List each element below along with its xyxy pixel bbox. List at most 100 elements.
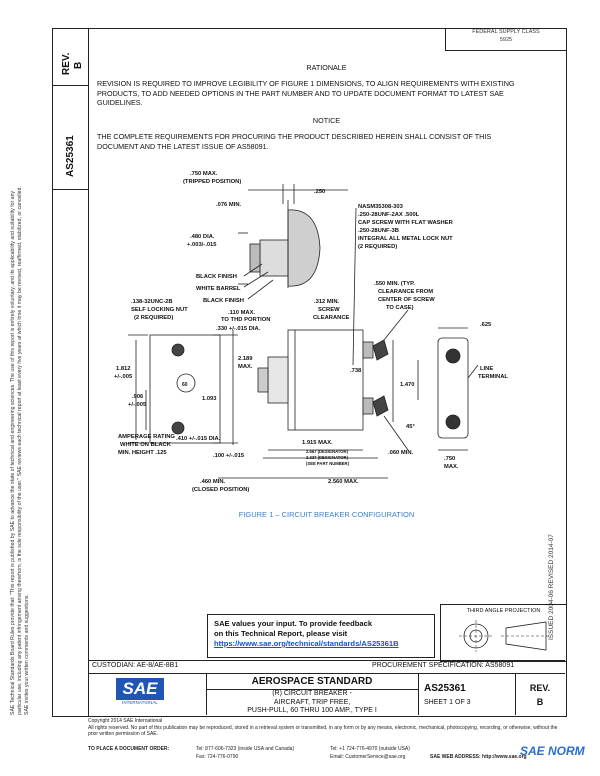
dim-thd: TO THD PORTION bbox=[221, 317, 271, 323]
sae-rules-note: SAE Technical Standards Board Rules prov… bbox=[10, 186, 30, 715]
clear-line3: TO CASE) bbox=[386, 305, 414, 311]
rev-label-bottom: REV. bbox=[529, 683, 551, 693]
dial-60: 60 bbox=[182, 382, 188, 388]
closed-position: (CLOSED POSITION) bbox=[192, 487, 249, 493]
dim-480-tol: +.003/-.015 bbox=[187, 242, 217, 248]
fax: Fax: 724-776-0790 bbox=[196, 754, 239, 760]
circuit-breaker-drawing: .750 MAX. (TRIPPED POSITION) .250 .076 M… bbox=[114, 171, 508, 493]
rationale-title: RATIONALE bbox=[306, 63, 347, 72]
dim-076: .076 MIN. bbox=[216, 202, 242, 208]
clear-line2: CENTER OF SCREW bbox=[378, 297, 435, 303]
amp-line3: MIN. HEIGHT .125 bbox=[118, 450, 167, 456]
black-finish-1: BLACK FINISH bbox=[196, 274, 237, 280]
unc-line2: SELF LOCKING NUT bbox=[131, 307, 188, 313]
dim-480: .480 DIA. bbox=[190, 234, 215, 240]
dim-330: .330 +/-.015 DIA. bbox=[216, 326, 261, 332]
dim-1093: 1.093 bbox=[202, 396, 217, 402]
dim-clearance: CLEARANCE bbox=[313, 315, 350, 321]
dim-625: .625 bbox=[480, 322, 492, 328]
dim-1915: 1.915 MAX. bbox=[302, 440, 333, 446]
email: Email: CustomerService@sae.org bbox=[330, 754, 406, 760]
supply-class-label: FEDERAL SUPPLY CLASS bbox=[472, 29, 540, 35]
dim-906: .906 bbox=[132, 394, 144, 400]
cap-line5: (2 REQUIRED) bbox=[358, 244, 397, 250]
feedback-link[interactable]: https://www.sae.org/technical/standards/… bbox=[214, 639, 399, 648]
custodian: CUSTODIAN: AE-8/AE-8B1 bbox=[92, 662, 179, 669]
rev-value: B bbox=[73, 61, 84, 69]
title-divider-1 bbox=[206, 673, 207, 715]
dim-1812-tol: +/-.005 bbox=[114, 374, 133, 380]
notice-title: NOTICE bbox=[312, 116, 341, 125]
title-divider-3 bbox=[418, 673, 419, 715]
projection-symbol bbox=[459, 620, 551, 652]
dim-110: .110 MAX. bbox=[228, 310, 255, 316]
order-label: TO PLACE A DOCUMENT ORDER: bbox=[88, 746, 170, 752]
projection-label: THIRD ANGLE PROJECTION bbox=[466, 608, 541, 614]
sae-logo-sub: INTERNATIONAL bbox=[122, 700, 158, 705]
dim-screw: SCREW bbox=[318, 307, 340, 313]
unc-line1: .138-32UNC-2B bbox=[131, 299, 173, 305]
dim-750b: .750 bbox=[444, 456, 455, 462]
sae-norm-watermark: SAE NORM bbox=[520, 744, 585, 758]
title-lines: (R) CIRCUIT BREAKER - AIRCRAFT, TRIP FRE… bbox=[206, 690, 418, 716]
cap-line2: CAP SCREW WITH FLAT WASHER bbox=[358, 220, 454, 226]
aerospace-standard: AEROSPACE STANDARD bbox=[251, 676, 373, 687]
dim-550: .550 MIN. (TYP. bbox=[374, 281, 415, 287]
dim-060: .060 MIN. bbox=[388, 450, 414, 456]
copyright: Copyright 2014 SAE International bbox=[88, 718, 163, 724]
dim-2189-max: MAX. bbox=[238, 364, 253, 370]
cap-line1: .250-28UNF-2AX .500L bbox=[358, 212, 420, 218]
tel-usa: Tel: 877-606-7323 (inside USA and Canada… bbox=[196, 746, 295, 752]
supply-class-box: FEDERAL SUPPLY CLASS 5925 bbox=[445, 28, 566, 51]
dim-312: .312 MIN. bbox=[314, 299, 340, 305]
cap-line4: INTEGRAL ALL METAL LOCK NUT bbox=[358, 236, 453, 242]
footer-copyright: Copyright 2014 SAE International All rig… bbox=[88, 718, 558, 738]
dim-410: .410 +/-.015 DIA. bbox=[176, 436, 221, 442]
dim-738: .738 bbox=[350, 368, 362, 374]
white-barrel: WHITE BARREL bbox=[196, 286, 241, 292]
dim-750: .750 MAX. bbox=[190, 171, 218, 177]
dim-2337: 2.337 (DESIGNATOR) bbox=[306, 455, 349, 460]
title-line2: AIRCRAFT, TRIP FREE, bbox=[273, 698, 351, 706]
figure-caption: FIGURE 1 – CIRCUIT BREAKER CONFIGURATION bbox=[238, 510, 415, 519]
black-finish-2: BLACK FINISH bbox=[203, 298, 244, 304]
rationale-text: REVISION IS REQUIRED TO IMPROVE LEGIBILI… bbox=[97, 79, 515, 107]
rev-label: REV. bbox=[61, 52, 72, 75]
procurement-spec: PROCUREMENT SPECIFICATION: AS58091 bbox=[372, 662, 515, 669]
title-block-top-line bbox=[88, 660, 565, 661]
doc-number-vertical: AS25361 bbox=[65, 135, 76, 177]
feedback-line1: SAE values your input. To provide feedba… bbox=[214, 619, 373, 628]
supply-class-value: 5925 bbox=[499, 37, 513, 43]
dim-2560: 2.560 MAX. bbox=[328, 479, 359, 485]
line-label: LINE bbox=[480, 366, 493, 372]
dim-2189: 2.189 bbox=[238, 356, 253, 362]
dim-250: .250 bbox=[314, 189, 325, 195]
sheet-number: SHEET 1 OF 3 bbox=[424, 699, 471, 706]
tel-outside: Tel: +1 724-776-4970 (outside USA) bbox=[330, 746, 410, 752]
dim-2667: 2.667 (DESIGNATOR) bbox=[306, 449, 349, 454]
title-line1: (R) CIRCUIT BREAKER - bbox=[272, 690, 352, 697]
angle-45: 45° bbox=[406, 424, 415, 430]
dim-100: .100 +/-.015 bbox=[213, 453, 245, 459]
dim-1812: 1.812 bbox=[116, 366, 131, 372]
rights-text: All rights reserved. No part of this pub… bbox=[88, 724, 558, 738]
feedback-line2: on this Technical Report, please visit bbox=[214, 629, 348, 638]
feedback-box: SAE values your input. To provide feedba… bbox=[207, 614, 435, 658]
amp-line1: AMPERAGE RATING bbox=[118, 434, 175, 440]
third-angle-projection: THIRD ANGLE PROJECTION bbox=[440, 604, 567, 662]
dim-460: .460 MIN. bbox=[200, 479, 226, 485]
rev-value-bottom: B bbox=[536, 697, 544, 707]
left-title-column: REV. B AS25361 bbox=[52, 28, 89, 717]
title-block-mid-line bbox=[88, 673, 565, 674]
dim-1470: 1.470 bbox=[400, 382, 415, 388]
title-divider-4 bbox=[515, 673, 516, 715]
unc-line3: (2 REQUIRED) bbox=[134, 315, 173, 321]
amp-line2: WHITE ON BLACK bbox=[120, 442, 172, 448]
nasm-label: NASM35308-303 bbox=[358, 204, 404, 210]
title-divider-2 bbox=[206, 689, 418, 690]
notice-text: THE COMPLETE REQUIREMENTS FOR PROCURING … bbox=[97, 132, 492, 151]
dim-750b-max: MAX. bbox=[444, 464, 459, 470]
cap-line3: .250-28UNF-3B bbox=[358, 228, 399, 234]
terminal-label: TERMINAL bbox=[478, 374, 508, 380]
doc-number-cell: AS25361 bbox=[53, 85, 89, 190]
